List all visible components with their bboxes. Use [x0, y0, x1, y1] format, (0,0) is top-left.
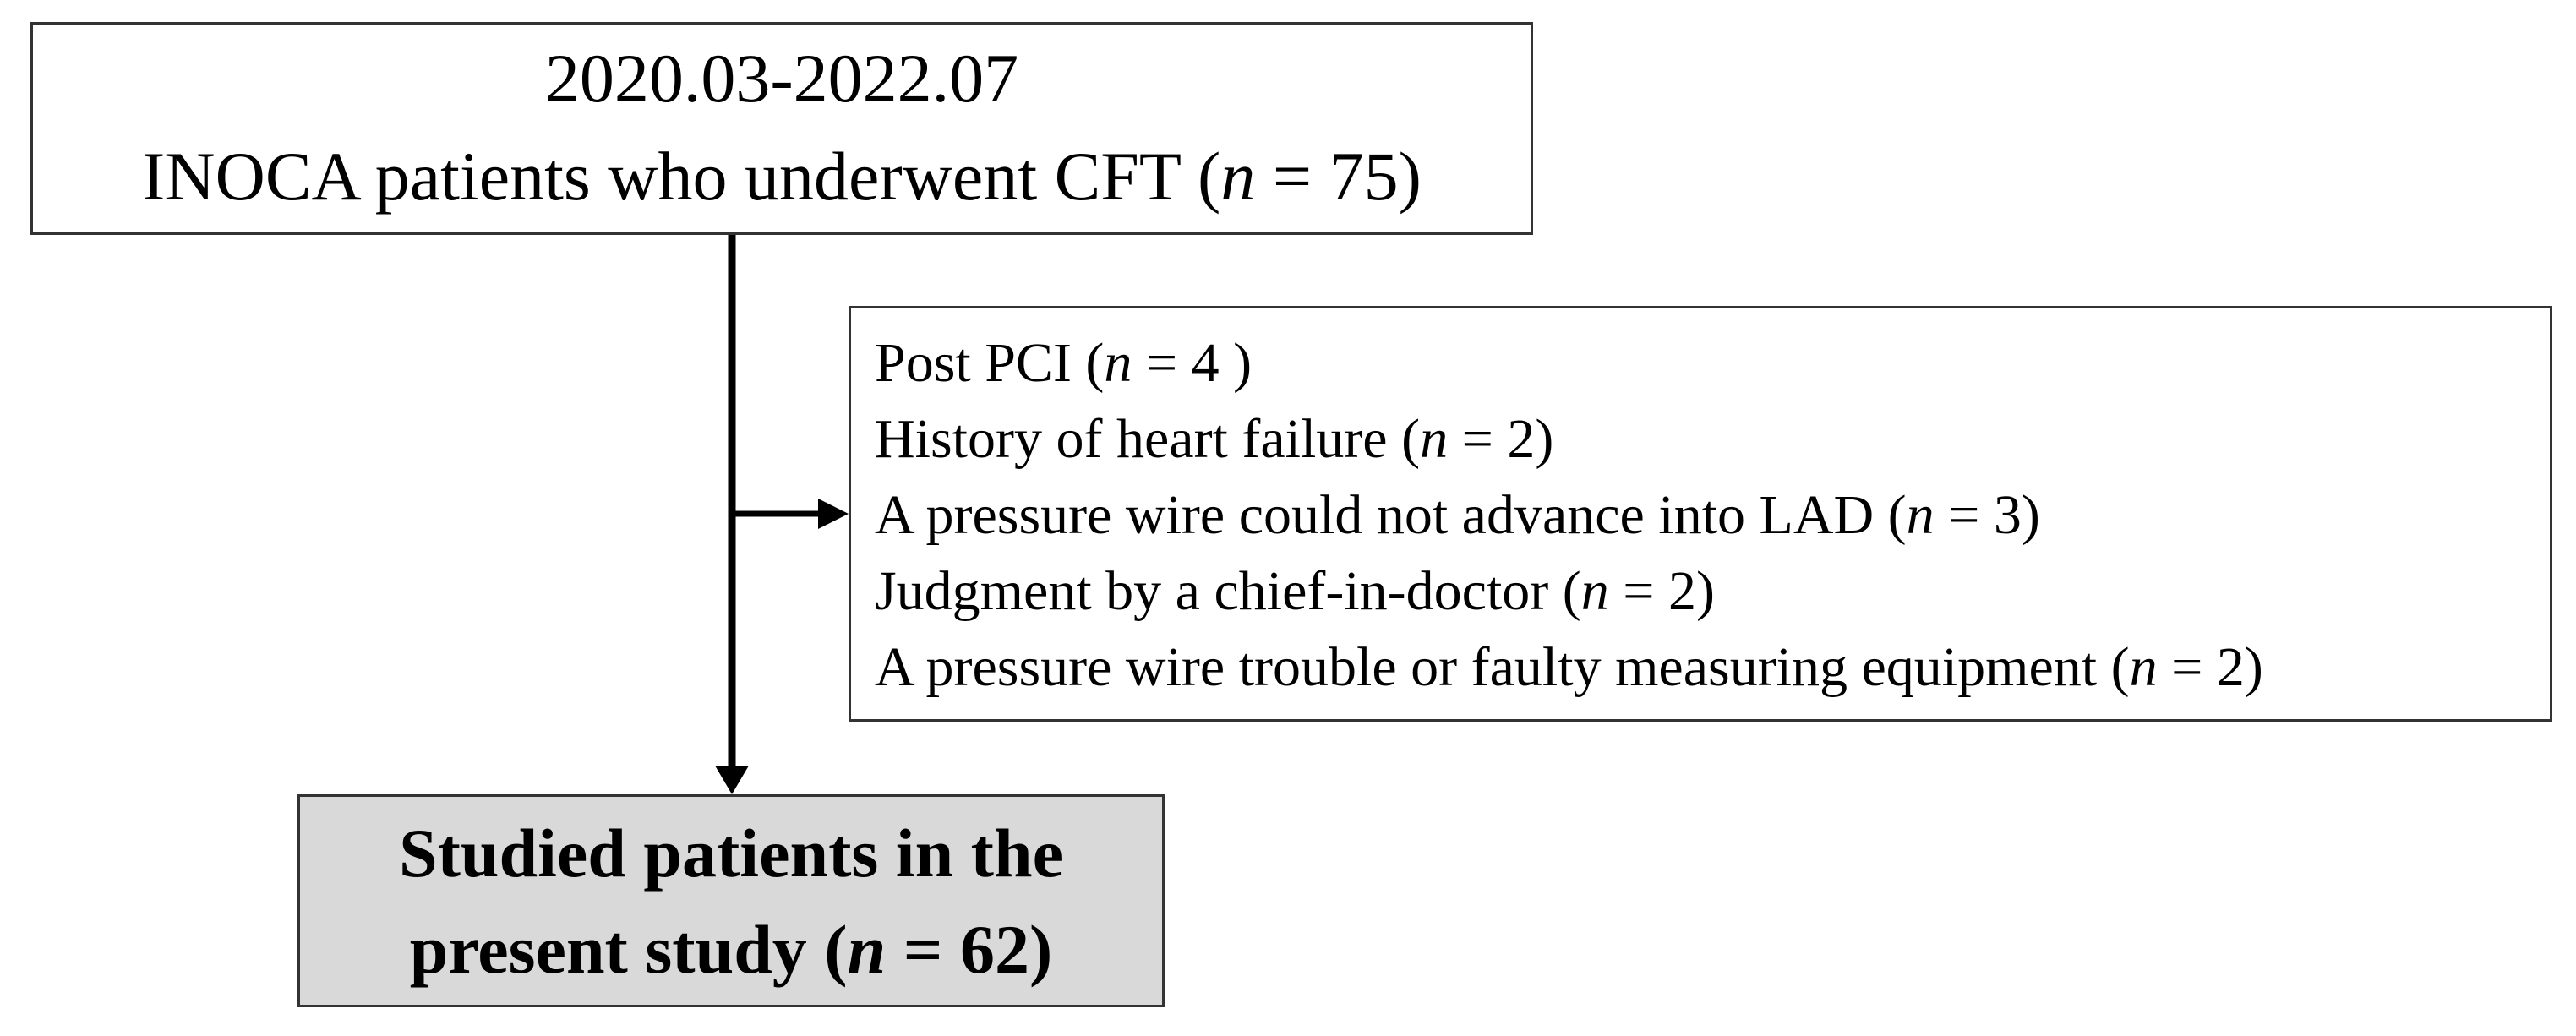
enrollment-population-prefix: INOCA patients who underwent CFT ( [142, 138, 1221, 215]
exclusion-item-label: Judgment by a chief-in-doctor ( [875, 560, 1581, 622]
exclusion-item-count: = 4 ) [1132, 332, 1253, 394]
studied-patients-count-line: present study (n = 62) [300, 902, 1162, 998]
exclusion-item-label: A pressure wire trouble or faulty measur… [875, 636, 2130, 698]
exclusion-item-label: A pressure wire could not advance into L… [875, 484, 1907, 546]
exclusion-item: Post PCI (n = 4 ) [875, 325, 2550, 401]
exclusion-item-count: = 2) [2157, 636, 2263, 698]
exclusion-n-symbol: n [1420, 408, 1449, 470]
enrollment-count: = 75) [1255, 138, 1422, 215]
exclusion-n-symbol: n [2129, 636, 2158, 698]
exclusion-arrowhead [818, 499, 849, 529]
main-down-arrowhead [715, 766, 749, 794]
studied-patients-title: Studied patients in the [398, 815, 1063, 892]
exclusion-n-symbol: n [1906, 484, 1935, 546]
exclusion-item: History of heart failure (n = 2) [875, 401, 2550, 477]
exclusion-item-count: = 3) [1934, 484, 2040, 546]
exclusion-item-count: = 2) [1608, 560, 1715, 622]
exclusion-item: A pressure wire trouble or faulty measur… [875, 630, 2550, 706]
exclusion-item-count: = 2) [1448, 408, 1554, 470]
enrollment-box: 2020.03-2022.07 INOCA patients who under… [30, 22, 1533, 235]
exclusion-item-label: History of heart failure ( [875, 408, 1421, 470]
studied-patients-count: = 62) [886, 911, 1053, 988]
exclusion-n-symbol: n [1104, 332, 1132, 394]
enrollment-population: INOCA patients who underwent CFT (n = 75… [33, 128, 1531, 226]
exclusion-item: Judgment by a chief-in-doctor (n = 2) [875, 553, 2550, 630]
enrollment-period: 2020.03-2022.07 [544, 40, 1019, 117]
studied-patients-prefix: present study ( [409, 911, 848, 988]
exclusion-item: A pressure wire could not advance into L… [875, 477, 2550, 553]
exclusion-box: Post PCI (n = 4 ) History of heart failu… [849, 306, 2552, 722]
studied-n-symbol: n [847, 911, 887, 988]
exclusion-n-symbol: n [1580, 560, 1609, 622]
studied-patients-box: Studied patients in the present study (n… [297, 794, 1165, 1007]
enrollment-n-symbol: n [1220, 138, 1256, 215]
exclusion-item-label: Post PCI ( [875, 332, 1105, 394]
